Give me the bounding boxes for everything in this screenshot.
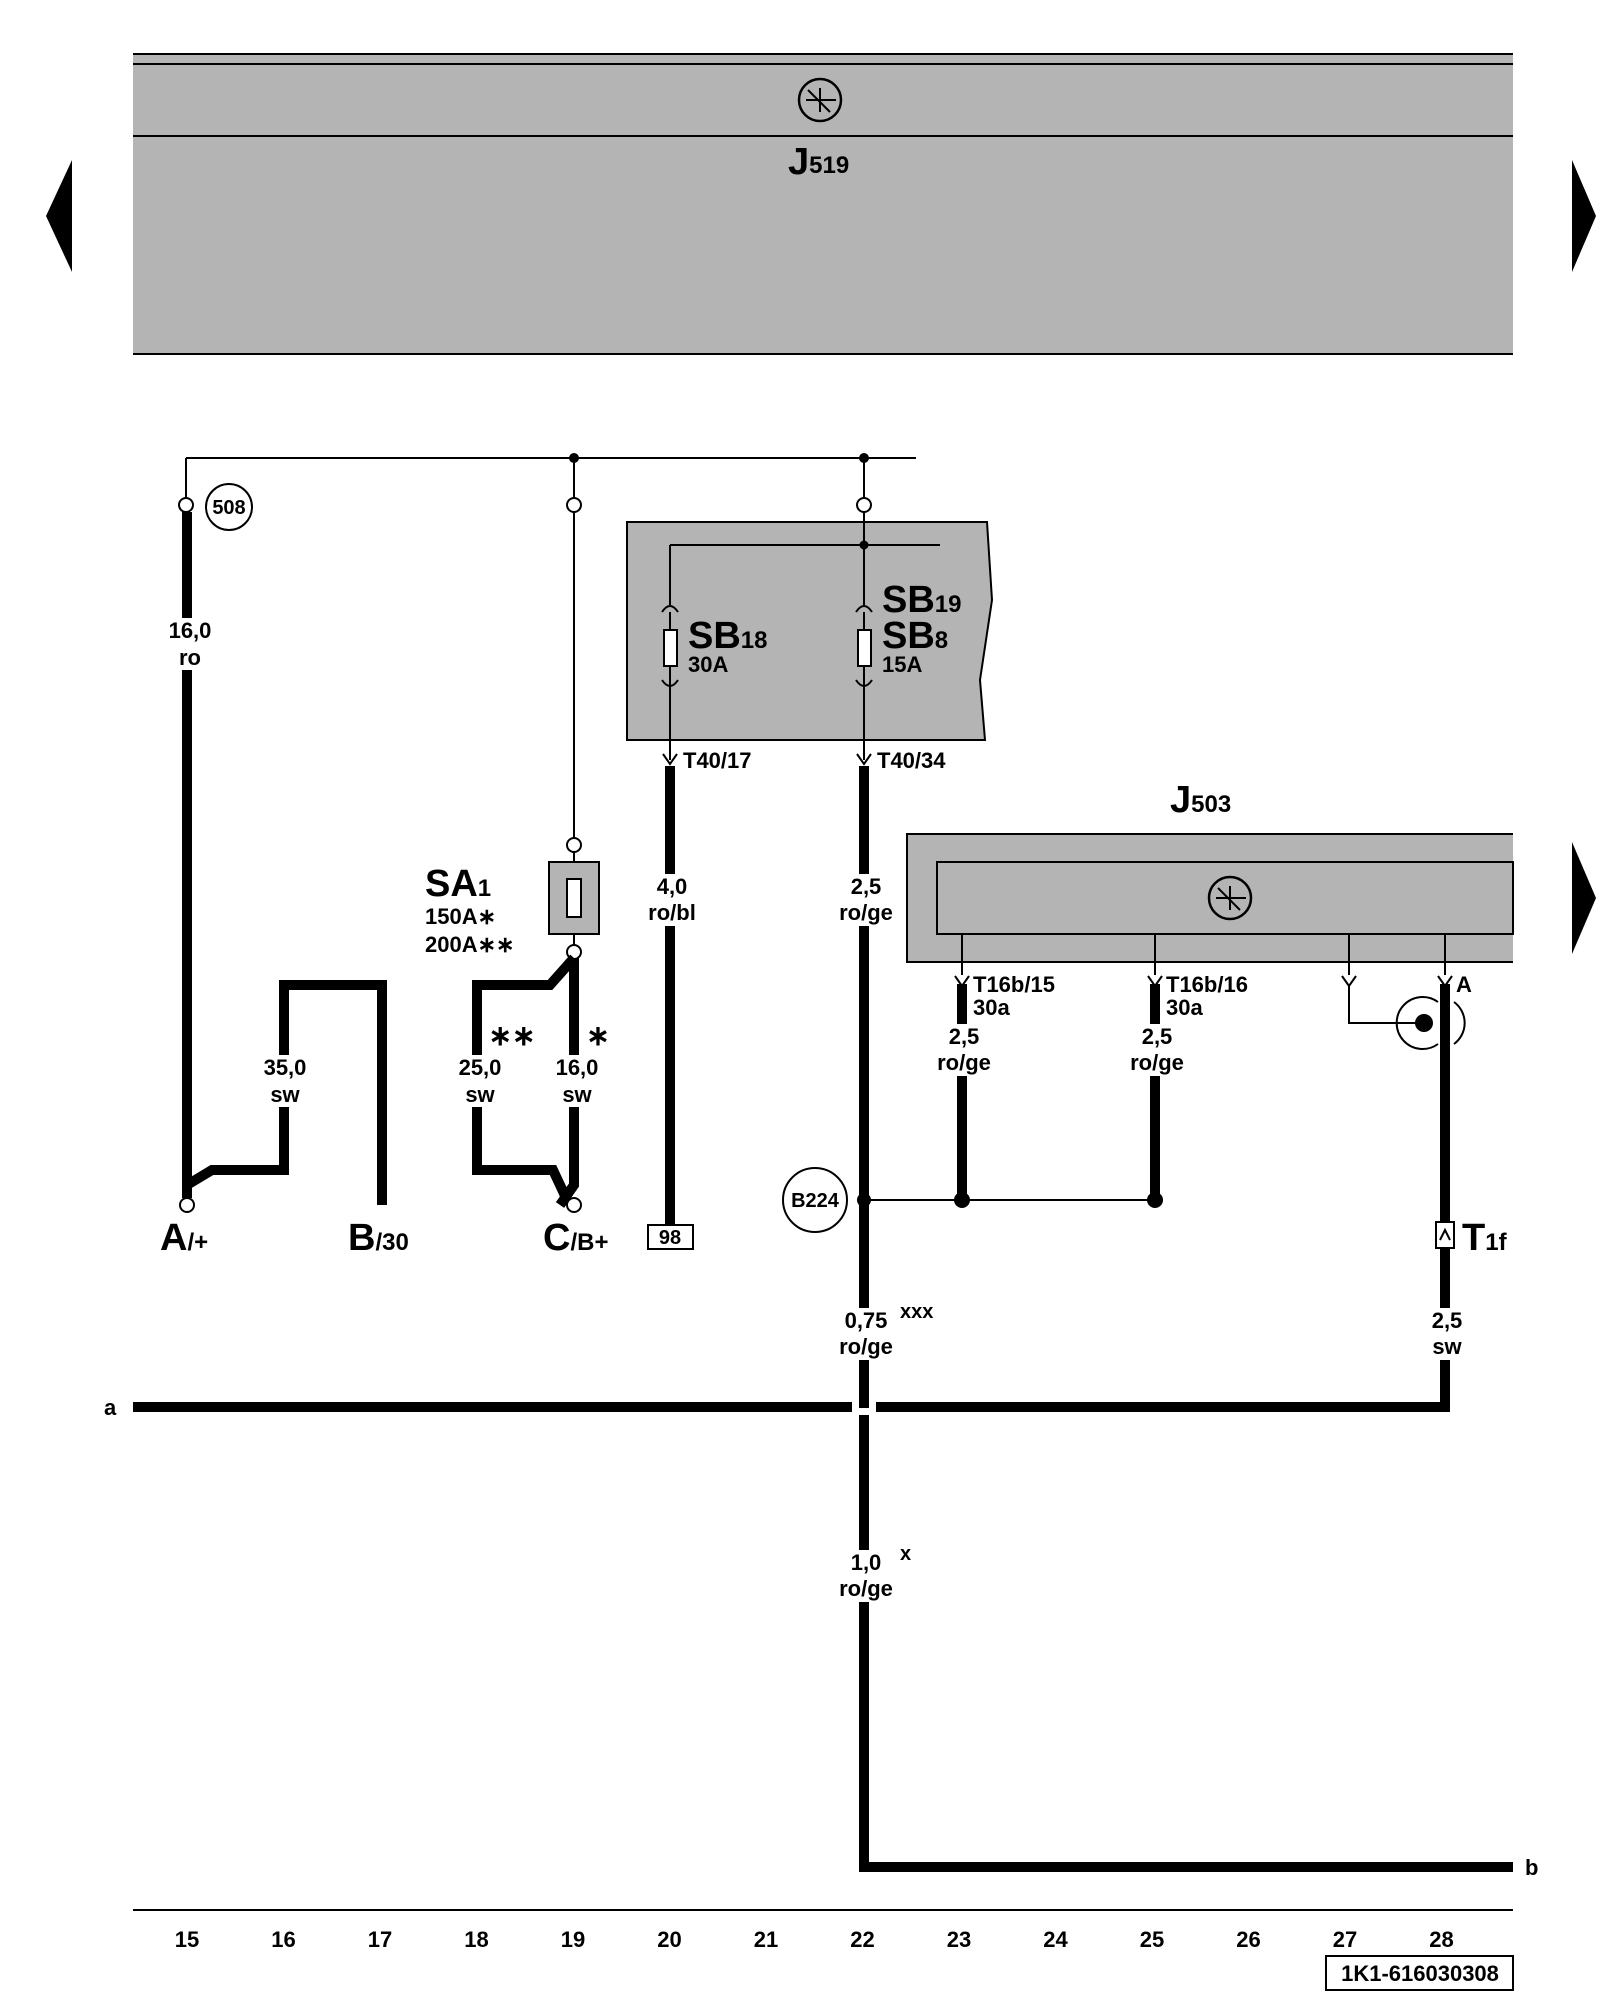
j519-control-unit: J519 xyxy=(133,53,1513,355)
j503-label: J503 xyxy=(1170,779,1231,821)
column-number: 17 xyxy=(368,1927,392,1952)
column-number: 26 xyxy=(1236,1927,1260,1952)
sa1-label: SA1 xyxy=(425,863,491,905)
column-number: 19 xyxy=(561,1927,585,1952)
column-number: 18 xyxy=(464,1927,488,1952)
wire-label: 35,0 xyxy=(264,1055,307,1080)
sa1-rating-2: 200A∗∗ xyxy=(425,932,514,957)
wire-label: ro/ge xyxy=(937,1050,991,1075)
wire-label: ro/ge xyxy=(839,1576,893,1601)
wire-label: sw xyxy=(270,1082,300,1107)
next-page-arrow-top[interactable] xyxy=(1572,160,1596,272)
connector-t40-34: T40/34 xyxy=(877,748,946,773)
earth-point-508: 508 xyxy=(205,483,253,531)
wire-label: 2,5 xyxy=(1142,1024,1173,1049)
fuse-box-sb: SB18 30A SB19 SB8 15A xyxy=(626,512,994,741)
reference-box xyxy=(647,1224,694,1250)
sb8-rating: 15A xyxy=(882,652,922,677)
wire-label: 1,0 xyxy=(851,1550,882,1575)
shield-wire xyxy=(1348,984,1422,1024)
t1f-label: T1f xyxy=(1462,1217,1508,1259)
wire-label: ro xyxy=(179,645,201,670)
column-number: 20 xyxy=(657,1927,681,1952)
electronic-symbol-icon xyxy=(1207,875,1253,921)
connector-pin-a: A xyxy=(1456,972,1472,997)
wire-mark: xxx xyxy=(900,1301,933,1323)
wire-label: ro/bl xyxy=(648,900,696,925)
column-number: 15 xyxy=(175,1927,199,1952)
sb18-label: SB18 xyxy=(688,615,768,657)
column-number: 24 xyxy=(1043,1927,1068,1952)
svg-text:508: 508 xyxy=(212,497,245,519)
connector-t16b-15-sub: 30a xyxy=(973,995,1010,1020)
wire-label: sw xyxy=(1432,1334,1462,1359)
wire-label: 4,0 xyxy=(657,874,688,899)
wire-label: 16,0 xyxy=(556,1055,599,1080)
wire-label: 2,5 xyxy=(851,874,882,899)
wire-label: 2,5 xyxy=(1432,1308,1463,1333)
edge-label-b: b xyxy=(1525,1855,1538,1880)
connector-arrow-icon xyxy=(662,740,872,766)
earth-point-b224: B224 xyxy=(782,1167,848,1233)
sb19-label: SB19 xyxy=(882,579,962,621)
wire-label: 2,5 xyxy=(949,1024,980,1049)
prev-page-arrow[interactable] xyxy=(46,160,72,272)
wire-mark: ∗ xyxy=(586,1020,609,1051)
connector-t1f xyxy=(1435,1221,1455,1249)
column-number: 25 xyxy=(1140,1927,1164,1952)
sa1-rating-1: 150A∗ xyxy=(425,904,496,929)
electronic-symbol-icon xyxy=(797,77,843,123)
column-number: 23 xyxy=(947,1927,971,1952)
shield-icon xyxy=(1395,996,1439,1050)
doc-id: 1K1-616030308 xyxy=(1341,1961,1499,1986)
connector-t40-17: T40/17 xyxy=(683,748,752,773)
j519-label: J519 xyxy=(788,141,849,183)
terminal-a: A/+ xyxy=(160,1217,208,1259)
wire-mark: x xyxy=(900,1543,911,1565)
connector-t16b-16-sub: 30a xyxy=(1166,995,1203,1020)
terminal-b: B/30 xyxy=(348,1217,409,1259)
column-number: 16 xyxy=(271,1927,295,1952)
column-numbers: 15 16 17 18 19 20 21 22 23 24 25 26 27 28 xyxy=(175,1927,1454,1952)
j503-control-unit xyxy=(906,833,1514,975)
wire-label: sw xyxy=(465,1082,495,1107)
sb18-rating: 30A xyxy=(688,652,728,677)
column-number: 28 xyxy=(1429,1927,1453,1952)
wire-label: ro/ge xyxy=(839,900,893,925)
next-page-arrow-mid[interactable] xyxy=(1572,842,1596,954)
wire-label: 0,75 xyxy=(845,1308,888,1333)
column-number: 21 xyxy=(754,1927,778,1952)
column-number: 27 xyxy=(1333,1927,1357,1952)
terminal-c: C/B+ xyxy=(543,1217,608,1259)
wire-label: 25,0 xyxy=(459,1055,502,1080)
connector-t16b-16: T16b/16 xyxy=(1166,972,1248,997)
wire-label: ro/ge xyxy=(839,1334,893,1359)
column-number: 22 xyxy=(850,1927,874,1952)
connector-t16b-15: T16b/15 xyxy=(973,972,1055,997)
wire-label: ro/ge xyxy=(1130,1050,1184,1075)
wire-mark: ∗∗ xyxy=(489,1020,536,1051)
svg-text:B224: B224 xyxy=(791,1190,840,1212)
wire-a-right xyxy=(876,1370,1450,1412)
fuse-sa1 xyxy=(548,852,600,945)
wire-label: 16,0 xyxy=(169,618,212,643)
sb8-label: SB8 xyxy=(882,615,948,657)
reference-box-label: 98 xyxy=(659,1227,681,1249)
doc-id-box xyxy=(1325,1955,1514,1991)
wire-label: sw xyxy=(562,1082,592,1107)
edge-label-a: a xyxy=(104,1395,117,1420)
